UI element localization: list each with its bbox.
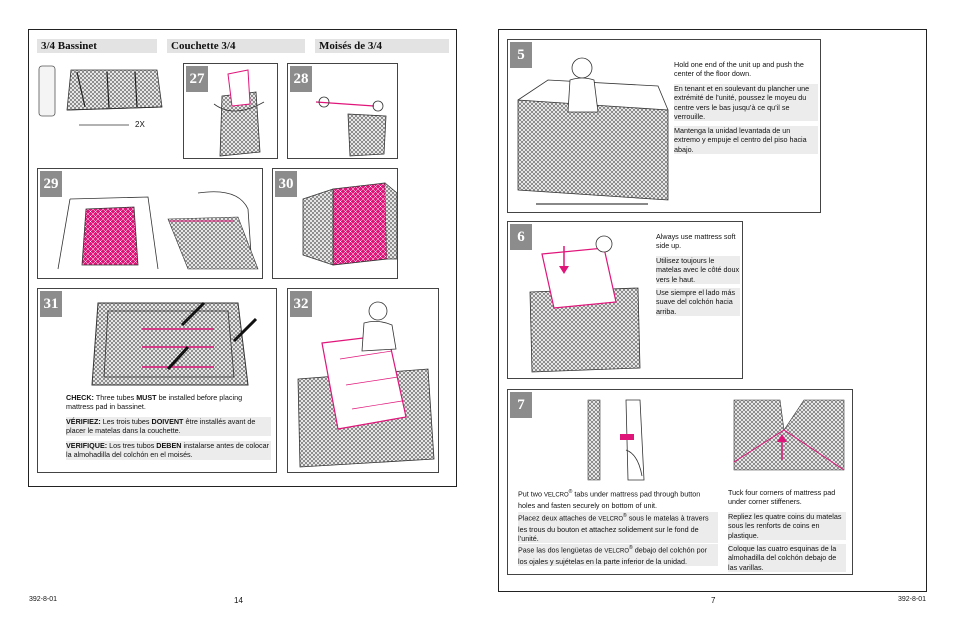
step-5-panel: 5 Hold one end of the unit up and push t…	[507, 39, 821, 213]
step-28-panel: 28	[287, 63, 398, 159]
quantity-label: 2X	[135, 120, 145, 129]
step-30-panel: 30	[272, 168, 398, 279]
step-7-left-text-en: Put two VELCRO® tabs under mattress pad …	[518, 489, 701, 510]
step-32-badge: 32	[290, 291, 312, 317]
step-29-badge: 29	[40, 171, 62, 197]
header-bassinet: 3/4 Bassinet	[37, 39, 157, 53]
step-31-panel: 31 CHECK: Three tubes MUST be installed …	[37, 288, 277, 473]
left-footer-code: 392-8-01	[29, 596, 58, 603]
step-29-panel: 29	[37, 168, 263, 279]
step-6-text-fr: Utilisez toujours le matelas avec le côt…	[656, 256, 740, 284]
step-5-text-en: Hold one end of the unit up and push the…	[674, 60, 804, 79]
step-31-badge: 31	[40, 291, 62, 317]
step-6-text-en: Always use mattress soft side up.	[656, 232, 736, 251]
step-6-badge: 6	[510, 224, 532, 250]
step-32-panel: 32	[287, 288, 439, 473]
check-text-fr: VÉRIFIEZ: Les trois tubes DOIVENT être i…	[66, 417, 271, 436]
step-7-left-text-fr: Placez deux attaches de VELCRO® sous le …	[518, 512, 718, 544]
step-7-right-text-es: Coloque las cuatro esquinas de la almoha…	[728, 544, 846, 572]
check-text-es: VERIFIQUE: Los tres tubos DEBEN instalar…	[66, 441, 271, 460]
step-7-right-text-en: Tuck four corners of mattress pad under …	[728, 488, 836, 507]
step-30-badge: 30	[275, 171, 297, 197]
step-6-text-es: Use siempre el lado más suave del colchó…	[656, 288, 740, 316]
step-28-badge: 28	[290, 66, 312, 92]
step-5-text-es: Mantenga la unidad levantada de un extre…	[674, 126, 818, 154]
right-footer-code: 392-8-01	[898, 596, 927, 603]
header-moises: Moisés de 3/4	[315, 39, 449, 53]
right-page: 5 Hold one end of the unit up and push t…	[498, 29, 927, 592]
header-couchette: Couchette 3/4	[167, 39, 305, 53]
step-7-left-text-es: Pase las dos lengüetas de VELCRO® debajo…	[518, 544, 718, 566]
step-5-text-fr: En tenant et en soulevant du plancher un…	[674, 84, 818, 122]
bassinet-parts-illustration: 2X	[37, 62, 167, 132]
step-5-badge: 5	[510, 42, 532, 68]
check-text-en: CHECK: Three tubes MUST be installed bef…	[66, 393, 243, 412]
step-27-badge: 27	[186, 66, 208, 92]
left-page: 3/4 Bassinet Couchette 3/4 Moisés de 3/4…	[28, 29, 457, 487]
step-7-right-text-fr: Repliez les quatre coins du matelas sous…	[728, 512, 846, 540]
left-page-number: 14	[234, 596, 243, 605]
step-27-panel: 27	[183, 63, 278, 159]
right-page-number: 7	[711, 596, 716, 605]
step-7-badge: 7	[510, 392, 532, 418]
step-6-panel: 6 Always use mattress soft side up. Util…	[507, 221, 743, 379]
step-7-panel: 7 Put two VELCRO® tabs under mattress pa…	[507, 389, 853, 575]
